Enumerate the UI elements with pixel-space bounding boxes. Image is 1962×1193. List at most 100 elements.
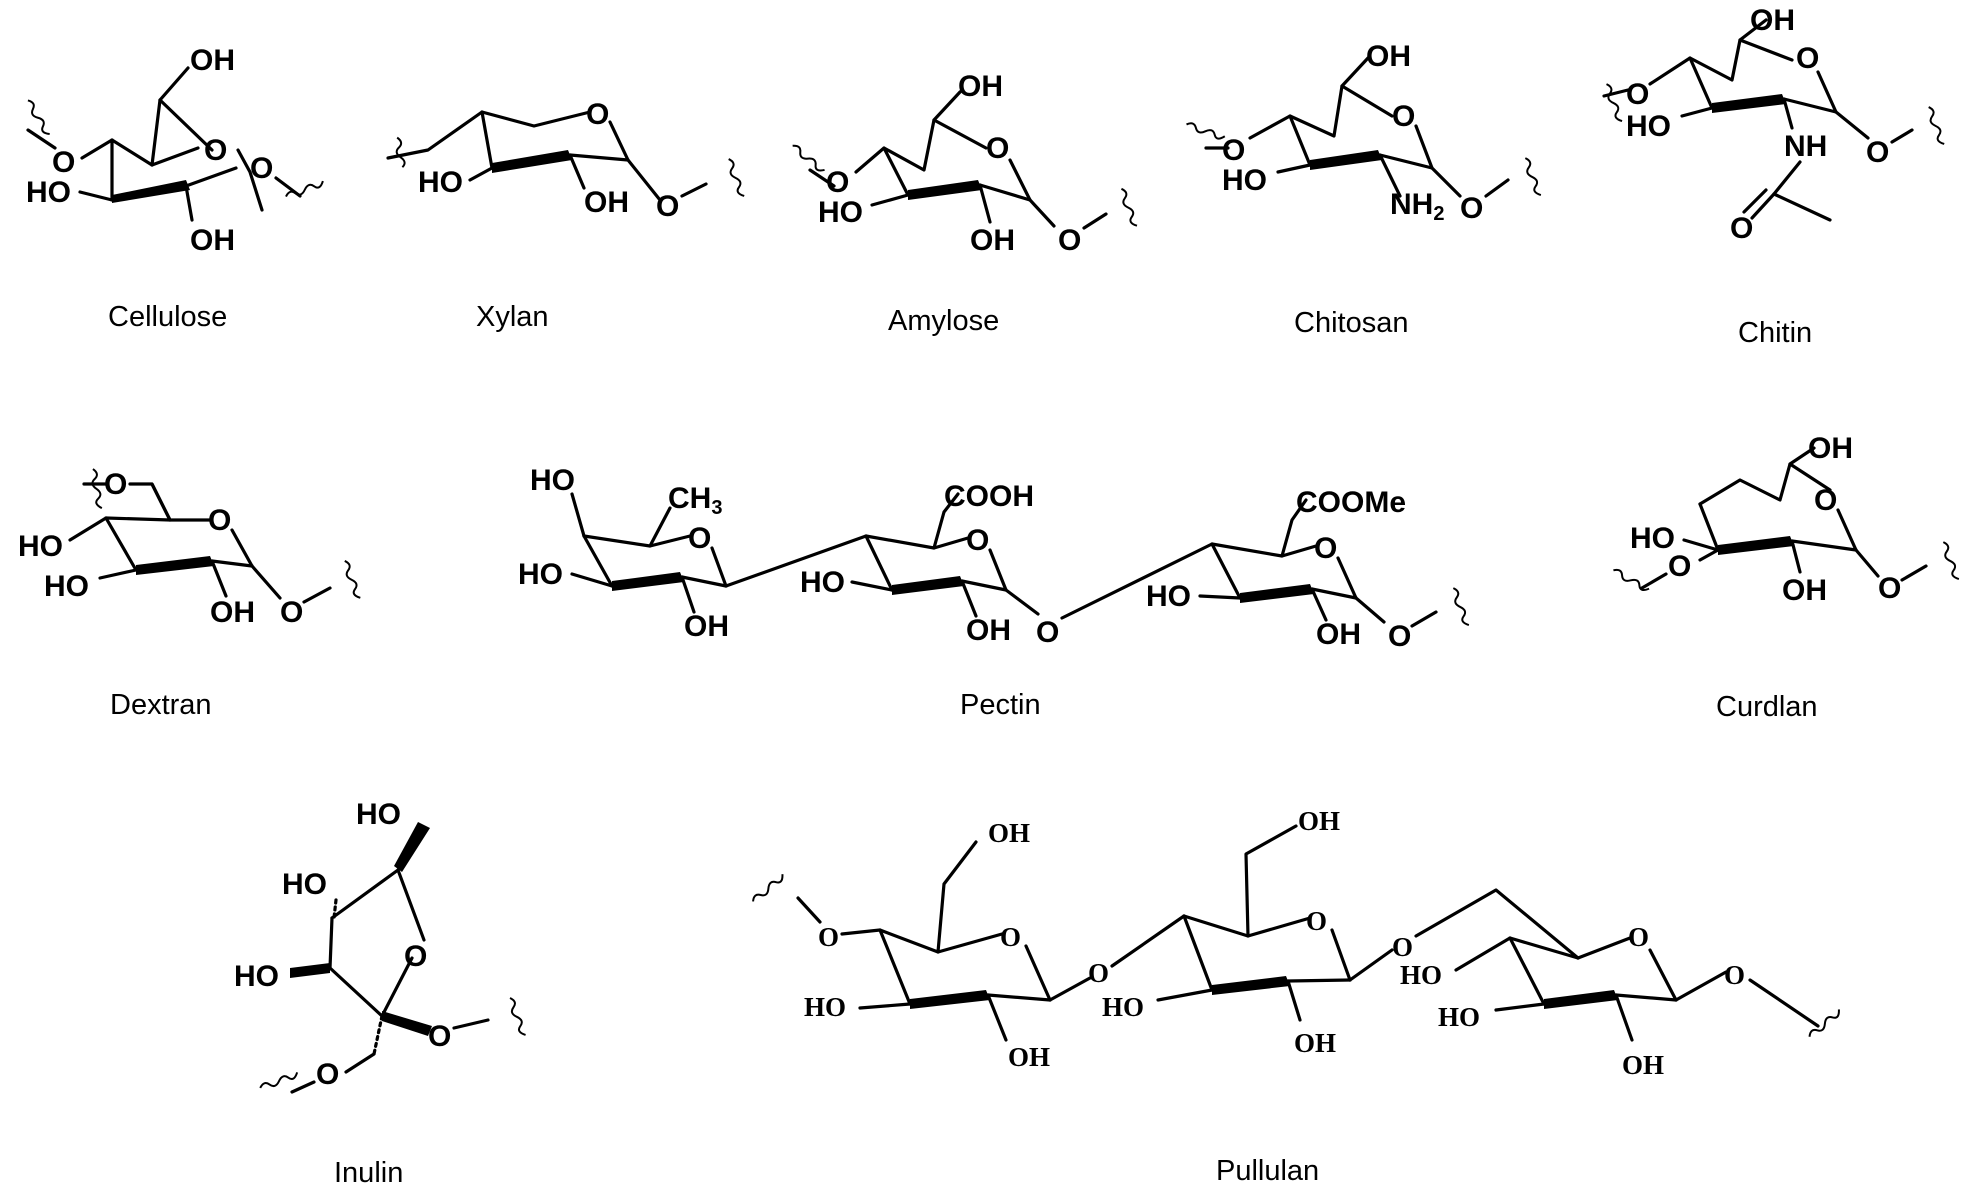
atom-o: O	[586, 98, 609, 131]
atom-o: O	[250, 152, 273, 185]
bond	[80, 138, 200, 167]
bond-wedge	[492, 150, 572, 173]
atom-ho: HO	[44, 570, 89, 603]
bond	[1336, 556, 1358, 600]
atom-oh: OH	[1622, 1050, 1664, 1080]
bond	[986, 993, 1008, 1042]
atom-ho: HO	[1438, 1002, 1480, 1032]
wavy-end	[792, 144, 825, 172]
bond	[1772, 192, 1832, 222]
bond	[184, 184, 194, 222]
structure-chitosan: O OH O HO NH2 O Chitosan	[1186, 40, 1542, 339]
bond	[1648, 18, 1768, 86]
atom-oh: OH	[1008, 1042, 1050, 1072]
bond	[1484, 178, 1510, 198]
bond-wedge	[1544, 990, 1618, 1009]
atom-o: O	[656, 190, 679, 223]
wavy-end	[395, 136, 406, 168]
atom-ho: HO	[18, 530, 63, 563]
bond	[1790, 539, 1802, 574]
bond	[1280, 544, 1318, 558]
bond	[1854, 548, 1880, 578]
atom-ho: HO	[1102, 992, 1144, 1022]
bond	[1330, 928, 1352, 982]
wavy-end	[1452, 587, 1470, 626]
bond	[1698, 446, 1816, 506]
bond	[328, 916, 334, 970]
bond	[1738, 38, 1794, 62]
bond	[1772, 160, 1802, 196]
bond	[468, 166, 494, 182]
bond	[1310, 587, 1358, 600]
bond	[1024, 944, 1052, 1002]
bond	[1494, 1002, 1546, 1012]
atom-oh: OH	[1316, 618, 1361, 651]
bond	[1110, 914, 1186, 968]
bond	[1288, 114, 1312, 167]
atom-ho: HO	[418, 166, 463, 199]
atom-o: O	[1306, 906, 1327, 936]
wavy-end	[259, 1072, 299, 1089]
atom-o: O	[1314, 532, 1337, 565]
bond	[210, 559, 228, 598]
bond	[648, 534, 692, 548]
atom-o: O	[1796, 42, 1819, 75]
atom-ho: HO	[282, 868, 327, 901]
atom-o: O	[280, 596, 303, 629]
atom-o: O	[688, 522, 711, 555]
bond	[870, 193, 910, 207]
bond	[1640, 572, 1668, 590]
atom-coome: COOMe	[1296, 486, 1406, 519]
bond	[1508, 936, 1546, 1006]
bond	[330, 868, 400, 920]
atom-oh: OH	[1782, 574, 1827, 607]
bond	[1648, 948, 1678, 1002]
bond-wedge	[1212, 976, 1290, 995]
bond-wedge	[612, 572, 684, 591]
bond	[1900, 564, 1928, 582]
structure-name-chitin: Chitin	[1738, 317, 1812, 349]
atom-ch3: CH3	[668, 482, 722, 519]
bond	[854, 90, 962, 174]
atom-o: O	[1626, 78, 1649, 111]
bond	[680, 575, 696, 614]
bond	[250, 564, 282, 600]
bond	[68, 516, 108, 542]
atom-ho: HO	[356, 798, 401, 831]
bond	[1210, 498, 1308, 558]
bond	[1082, 212, 1108, 230]
bond	[1414, 888, 1580, 960]
bond	[680, 182, 708, 198]
atom-o: O	[104, 468, 127, 501]
wavy-end	[27, 99, 50, 136]
atom-ho: HO	[1626, 110, 1671, 143]
atom-o: O	[1388, 620, 1411, 653]
bond	[1182, 914, 1214, 992]
bond-wedge	[394, 822, 430, 872]
bond	[1614, 993, 1678, 1002]
wavy-end	[1120, 187, 1138, 227]
atom-oh: OH	[190, 44, 235, 77]
bond	[380, 956, 414, 1018]
bond	[1698, 548, 1720, 562]
bond	[796, 896, 822, 924]
atom-oh: OH	[1298, 806, 1340, 836]
bond-wedge	[910, 990, 990, 1009]
atom-o: O	[52, 146, 75, 179]
structure-name-xylan: Xylan	[476, 301, 549, 333]
bond	[1008, 158, 1032, 202]
atom-o: O	[1392, 932, 1413, 962]
atom-oh: OH	[684, 610, 729, 643]
bond-wedge	[1240, 584, 1314, 603]
bond	[1348, 948, 1394, 982]
atom-o: O	[1460, 192, 1483, 225]
atom-oh: OH	[584, 186, 629, 219]
bond	[1742, 188, 1768, 214]
bond	[1834, 110, 1870, 140]
structure-name-amylose: Amylose	[888, 305, 999, 337]
atom-oh: OH	[1808, 432, 1853, 465]
atom-nh2: NH2	[1390, 188, 1444, 225]
bond-wedge	[382, 1011, 432, 1036]
bond	[986, 993, 1052, 1002]
